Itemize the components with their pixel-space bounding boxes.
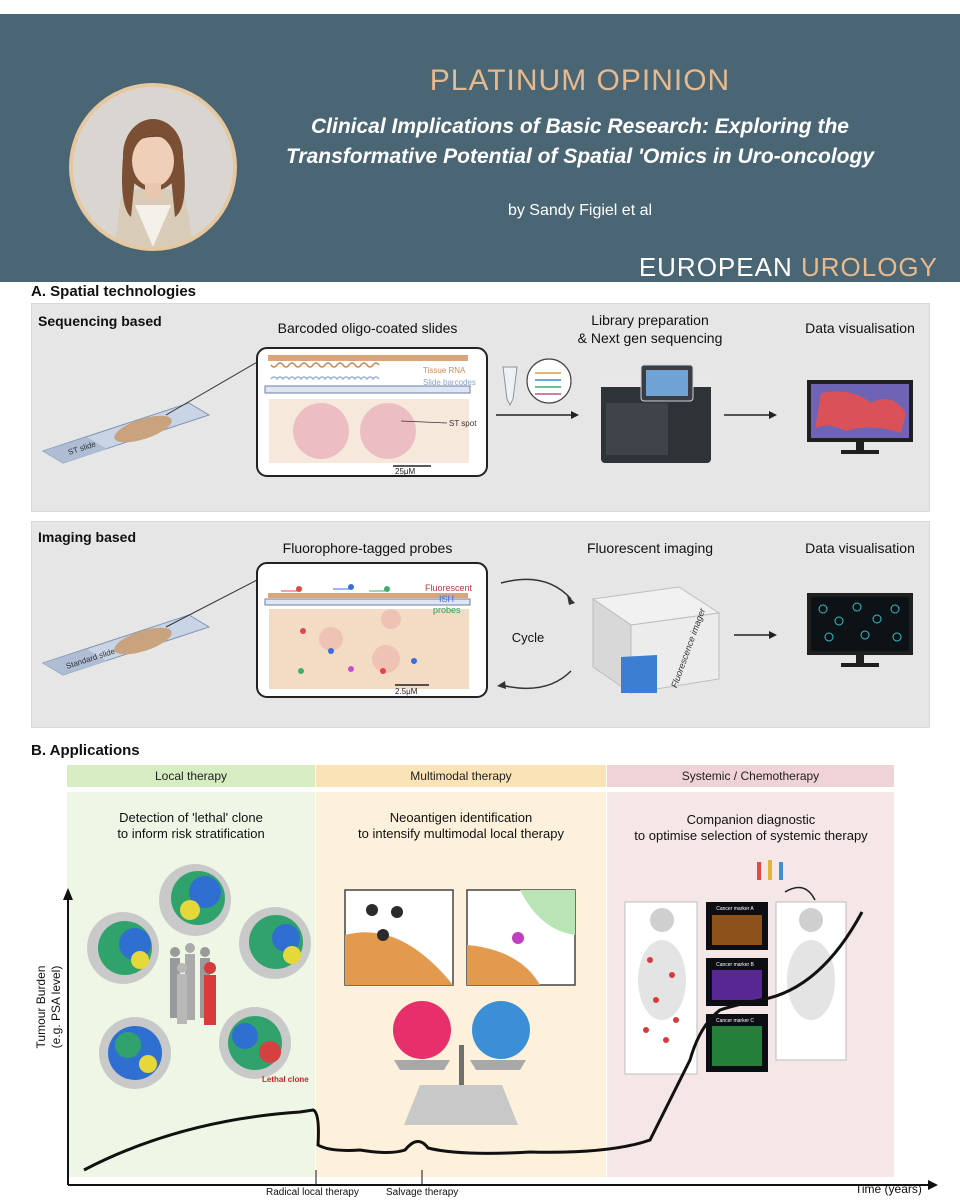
imaging-workflow-diagram: Standard slide Fluorescent ISH probes 2.…	[41, 562, 913, 698]
cycle-label: Cycle	[512, 630, 545, 645]
marker-images	[706, 902, 768, 1072]
multimodal-desc-line1: Neoantigen identification	[389, 810, 533, 825]
tumour-cluster-bottom-left	[99, 1017, 171, 1089]
standard-slide	[41, 578, 260, 676]
probe-legend-2: ISH	[439, 594, 454, 604]
syringes-icon	[757, 860, 816, 901]
cycle-arrow-top	[500, 578, 572, 600]
img-step2-label: Fluorescent imaging	[586, 540, 714, 556]
x-axis-label: Time (years)	[855, 1182, 922, 1196]
tumour-cluster-left	[87, 912, 159, 984]
img-step1-label: Fluorophore-tagged probes	[282, 540, 453, 556]
tissue-rna-legend: Tissue RNA	[423, 366, 466, 375]
balance-scale-icon	[393, 1001, 530, 1125]
section-b-title: B. Applications	[31, 742, 140, 759]
applications-illustration: Lethal clone Cancer marker A Cancer mark…	[63, 860, 938, 1190]
scale-bar-25: 25μM	[395, 467, 416, 476]
multimodal-desc-line2: to intensify multimodal local therapy	[358, 826, 564, 841]
band-local-therapy: Local therapy	[67, 765, 315, 787]
brand-accent: UROLOGY	[800, 252, 938, 282]
journal-brand: EUROPEAN UROLOGY	[639, 252, 938, 283]
probe-legend-1: Fluorescent	[425, 583, 473, 593]
patient-group-icon	[170, 943, 216, 1025]
fluorescence-imager-icon	[591, 586, 721, 694]
systemic-desc-line2: to optimise selection of systemic therap…	[634, 828, 868, 843]
event-salvage-therapy: Salvage therapy	[386, 1187, 459, 1198]
tumour-burden-curve	[83, 911, 864, 1172]
imaging-label: Imaging based	[38, 529, 137, 545]
event-radical-local-therapy: Radical local therapy	[266, 1187, 359, 1198]
seq-step2-label2: & Next gen sequencing	[577, 330, 723, 346]
sequencer-icon	[601, 364, 711, 463]
article-title-line2: Transformative Potential of Spatial 'Omi…	[285, 145, 875, 168]
st-spot-label: ST spot	[449, 419, 477, 428]
tumour-cluster-right	[239, 907, 311, 979]
systemic-desc-line1: Companion diagnostic	[686, 812, 816, 827]
header-banner: PLATINUM OPINION Clinical Implications o…	[0, 14, 960, 282]
seq-step1-label: Barcoded oligo-coated slides	[277, 320, 458, 336]
y-axis-label-2: (e.g. PSA level)	[49, 965, 63, 1049]
st-slide	[41, 360, 260, 464]
band-multimodal-therapy: Multimodal therapy	[316, 765, 606, 787]
scale-bar-2-5: 2.5μM	[395, 687, 418, 696]
cycle-arrow-bottom	[500, 670, 572, 690]
portrait-illustration	[73, 87, 233, 247]
slide-barcodes-legend: Slide barcodes	[423, 378, 476, 387]
seq-step3-label: Data visualisation	[805, 320, 915, 336]
article-byline: by Sandy Figiel et al	[507, 202, 653, 219]
section-a-title: A. Spatial technologies	[31, 283, 197, 300]
seq-step2-label1: Library preparation	[591, 312, 709, 328]
article-kicker: PLATINUM OPINION	[429, 64, 731, 97]
imaging-monitor-icon	[807, 593, 913, 667]
probe-legend-3: probes	[433, 605, 461, 615]
tumour-cluster-lethal	[219, 1007, 291, 1079]
local-desc-line2: to inform risk stratification	[117, 826, 265, 841]
marker-a-label: Cancer marker A	[716, 906, 754, 912]
tumour-cluster-top	[159, 864, 231, 936]
psma-scan-left	[624, 901, 698, 1075]
sequencing-workflow-diagram: ST slide Tissue RNA Slide barcodes ST sp…	[41, 347, 913, 477]
psma-scan-right	[775, 901, 847, 1061]
band-systemic-therapy: Systemic / Chemotherapy	[607, 765, 894, 787]
img-step3-label: Data visualisation	[805, 540, 915, 556]
marker-c-label: Cancer marker C	[716, 1018, 754, 1024]
marker-b-label: Cancer marker B	[716, 962, 754, 968]
local-desc-line1: Detection of 'lethal' clone	[119, 810, 263, 825]
y-axis-label-1: Tumour Burden	[34, 965, 48, 1049]
data-monitor-icon	[807, 380, 913, 454]
author-portrait	[69, 83, 237, 251]
brand-main: EUROPEAN	[638, 252, 801, 282]
lethal-clone-label: Lethal clone	[262, 1075, 309, 1084]
article-title-line1: Clinical Implications of Basic Research:…	[311, 115, 849, 138]
sequencing-label: Sequencing based	[38, 313, 162, 329]
sample-tube-icon	[502, 358, 572, 407]
